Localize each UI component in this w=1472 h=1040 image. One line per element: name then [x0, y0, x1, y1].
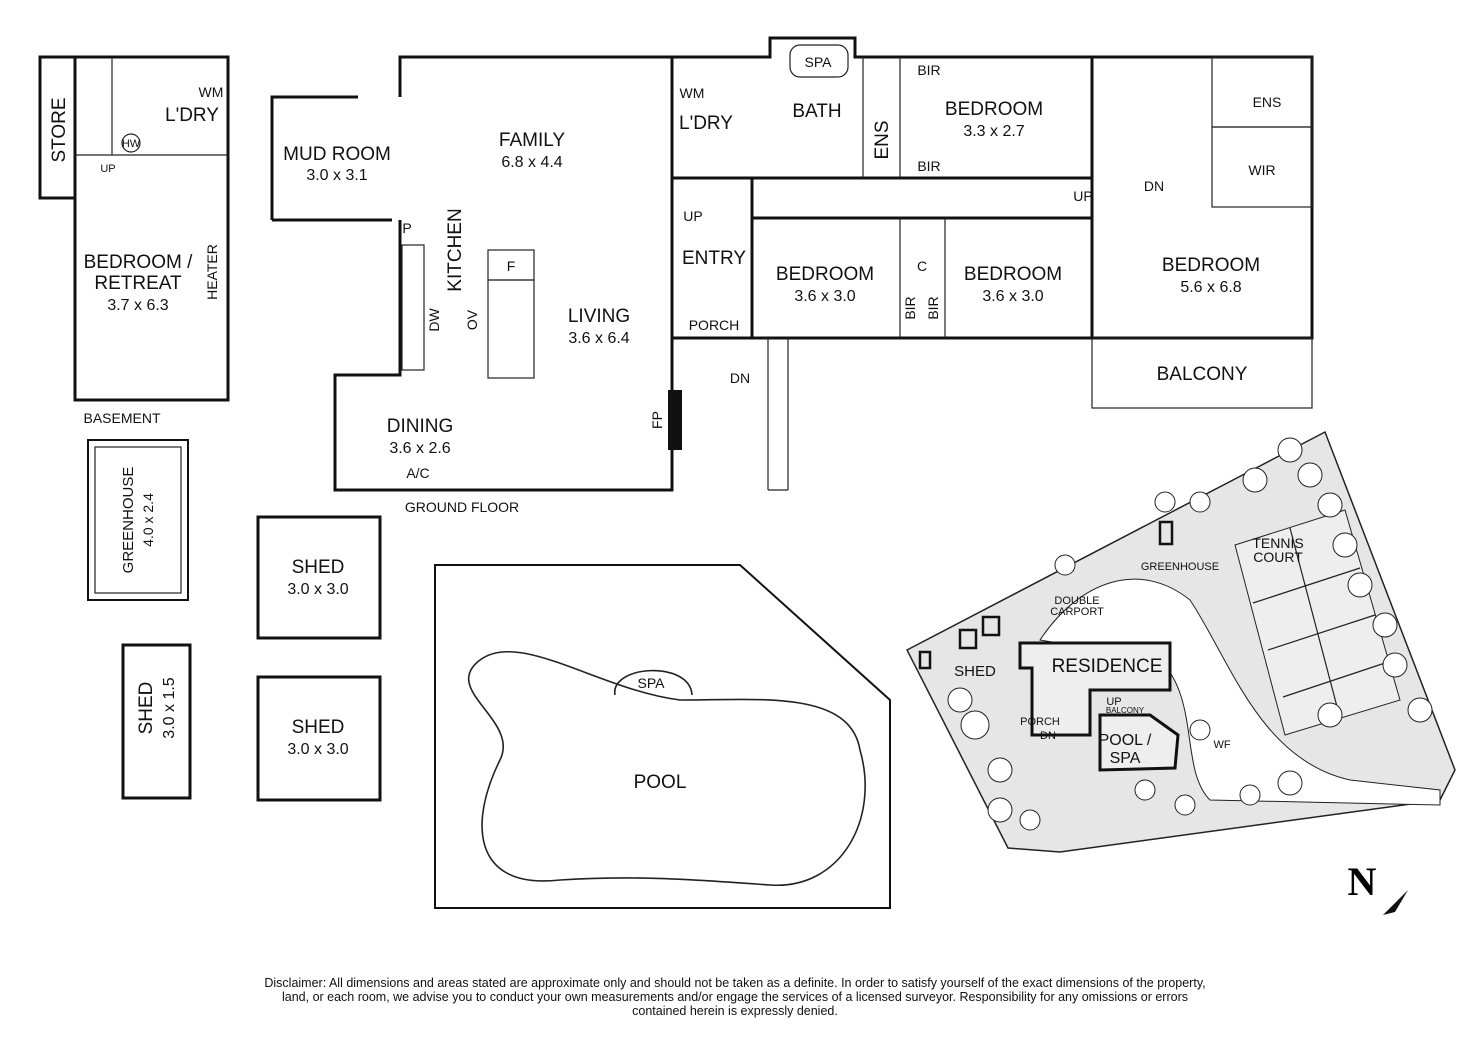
- hot-water-icon: [121, 133, 141, 153]
- kitchen-bench: [401, 244, 425, 371]
- dining-dim: 3.6 x 2.6: [389, 440, 450, 457]
- ov-label: OV: [464, 309, 480, 330]
- spa-outline: [614, 669, 693, 696]
- shed-1-dim: 3.0 x 3.0: [287, 581, 348, 598]
- family-dim: 6.8 x 4.4: [501, 154, 562, 171]
- bath-label: BATH: [792, 101, 841, 122]
- hw-label: HW: [122, 138, 141, 150]
- site-porch-label: PORCH: [1020, 716, 1060, 728]
- greenhouse-dim: 4.0 x 2.4: [140, 493, 156, 547]
- bir-top-label: BIR: [917, 62, 940, 78]
- pool-fence: [434, 564, 891, 909]
- mud-room-dim: 3.0 x 3.1: [306, 167, 367, 184]
- bedroom-3-dim: 3.6 x 3.0: [982, 288, 1043, 305]
- ground-floor-title: GROUND FLOOR: [405, 499, 519, 515]
- site-shed-label: SHED: [954, 663, 996, 680]
- site-up-label: UP: [1106, 696, 1121, 708]
- site-pool-label-2: SPA: [1110, 750, 1141, 767]
- up-label-2: UP: [1073, 188, 1092, 204]
- disclaimer: Disclaimer: All dimensions and areas sta…: [264, 976, 1206, 1018]
- bedroom-3-label: BEDROOM: [964, 264, 1062, 285]
- wm-label: WM: [199, 84, 224, 100]
- site-balcony-label: BALCONY: [1106, 706, 1145, 715]
- bedroom-2-dim: 3.6 x 3.0: [794, 288, 855, 305]
- north-label: N: [1348, 859, 1377, 904]
- fireplace: [668, 390, 682, 450]
- basement-title: BASEMENT: [83, 410, 160, 426]
- shed-small-dim: 3.0 x 1.5: [161, 677, 178, 738]
- dn-label-1: DN: [730, 370, 750, 386]
- store-label: STORE: [49, 97, 70, 162]
- shed-small-label: SHED: [136, 682, 157, 735]
- spa-label: SPA: [638, 675, 666, 691]
- living-label: LIVING: [568, 306, 630, 327]
- tennis-label-2: COURT: [1253, 549, 1303, 565]
- shed-2-dim: 3.0 x 3.0: [287, 741, 348, 758]
- pantry-label: P: [402, 220, 411, 236]
- greenhouse-label: GREENHOUSE: [120, 467, 137, 574]
- ground-floor-plan: MUD ROOM 3.0 x 3.1 FAMILY 6.8 x 4.4 KITC…: [270, 36, 1314, 515]
- bedroom-retreat-dim: 3.7 x 6.3: [107, 297, 168, 314]
- outbuildings: GREENHOUSE 4.0 x 2.4 SHED 3.0 x 1.5 SHED…: [87, 439, 891, 909]
- pool-outline: [467, 650, 866, 886]
- tennis-court: [1234, 509, 1401, 736]
- living-dim: 3.6 x 6.4: [568, 330, 629, 347]
- porch-label: PORCH: [689, 317, 740, 333]
- carport-label-1: DOUBLE: [1054, 595, 1099, 607]
- spa-label-gf: SPA: [805, 54, 833, 70]
- wf-label: WF: [1213, 739, 1230, 751]
- site-greenhouse-label: GREENHOUSE: [1141, 561, 1219, 573]
- up-label: UP: [100, 163, 115, 175]
- bedroom-1-dim: 3.3 x 2.7: [963, 123, 1024, 140]
- trees: [947, 437, 1433, 831]
- bedroom-2-label: BEDROOM: [776, 264, 874, 285]
- entry-label: ENTRY: [682, 248, 746, 269]
- bir-b-label: BIR: [925, 296, 941, 319]
- bedroom-4-dim: 5.6 x 6.8: [1180, 279, 1241, 296]
- bedroom-4-label: BEDROOM: [1162, 255, 1260, 276]
- site-dn-label: DN: [1040, 730, 1056, 742]
- tennis-label-1: TENNIS: [1252, 535, 1303, 551]
- site-plan: RESIDENCE SHED GREENHOUSE TENNIS COURT D…: [905, 430, 1456, 853]
- pool-spa-footprint: [1098, 713, 1180, 772]
- residence-label: RESIDENCE: [1052, 656, 1163, 677]
- kitchen-label: KITCHEN: [445, 208, 466, 291]
- ens-label-1: ENS: [872, 120, 893, 159]
- family-label: FAMILY: [499, 130, 565, 151]
- pool-label: POOL: [634, 772, 687, 793]
- dn-label-2: DN: [1144, 178, 1164, 194]
- balcony-label: BALCONY: [1157, 364, 1248, 385]
- bedroom-1-label: BEDROOM: [945, 99, 1043, 120]
- dw-label: DW: [426, 308, 442, 332]
- ens-label-2: ENS: [1253, 94, 1282, 110]
- kitchen-island: [487, 279, 535, 379]
- wm-label-gf: WM: [680, 85, 705, 101]
- site-pool-label-1: POOL /: [1099, 732, 1152, 749]
- basement-plan: STORE WM L'DRY HW UP BEDROOM / RETREAT 3…: [38, 55, 230, 426]
- north-arrow: N: [1348, 859, 1408, 915]
- bedroom-retreat-label: BEDROOM /: [84, 252, 193, 273]
- fp-label: FP: [649, 411, 665, 429]
- up-label-1: UP: [683, 208, 702, 224]
- wir-label: WIR: [1248, 162, 1275, 178]
- cupboard-label: C: [917, 258, 927, 274]
- ac-label: A/C: [406, 465, 429, 481]
- bir-a-label: BIR: [902, 296, 918, 319]
- laundry-label-gf: L'DRY: [679, 113, 733, 134]
- fridge-label: F: [507, 258, 516, 274]
- spa-bath: [789, 44, 849, 78]
- north-arrow-icon: [1383, 890, 1408, 915]
- heater-label: HEATER: [204, 244, 220, 300]
- shed-2-label: SHED: [292, 717, 345, 738]
- residence-footprint: [1018, 641, 1172, 737]
- dining-label: DINING: [387, 416, 454, 437]
- shed-1-label: SHED: [292, 557, 345, 578]
- bir-bottom-label: BIR: [917, 158, 940, 174]
- bedroom-retreat-label-2: RETREAT: [94, 273, 182, 294]
- mud-room-label: MUD ROOM: [283, 144, 391, 165]
- laundry-label: L'DRY: [165, 105, 219, 126]
- carport-label-2: CARPORT: [1050, 606, 1104, 618]
